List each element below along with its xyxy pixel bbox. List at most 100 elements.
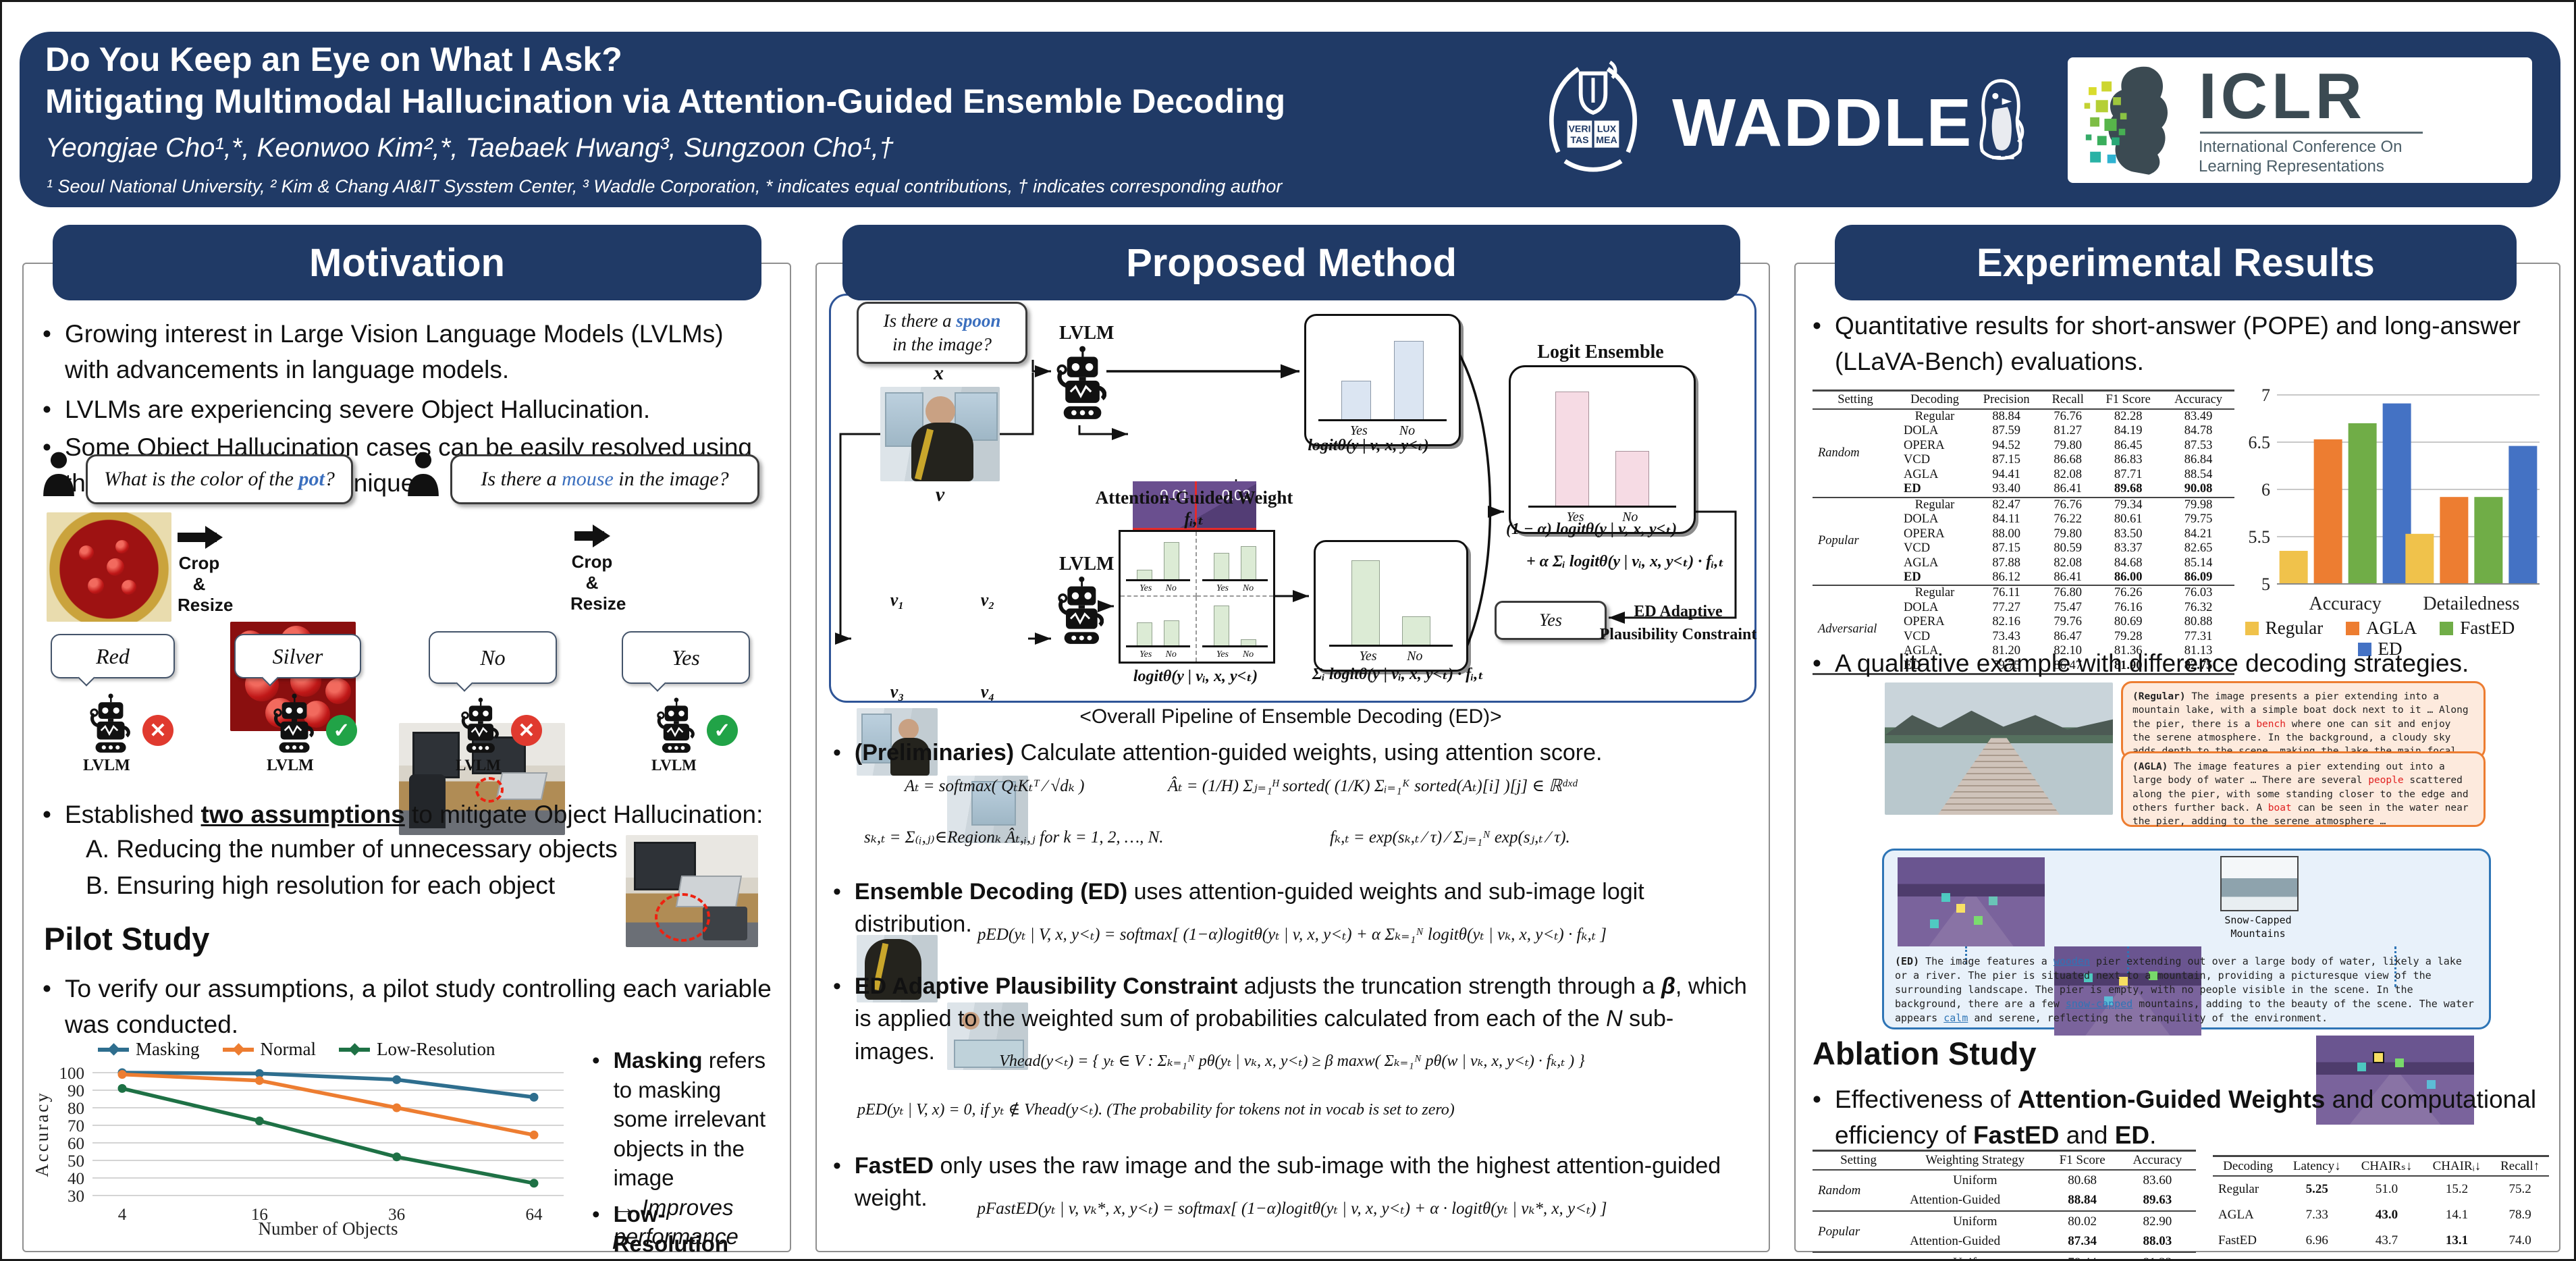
svg-text:64: 64 xyxy=(526,1206,543,1224)
assumption-b: B. Ensuring high resolution for each obj… xyxy=(86,871,556,899)
penguin-icon xyxy=(1964,76,2038,164)
sub-image-v2 xyxy=(947,776,1028,843)
pier-image xyxy=(1885,682,2113,815)
authors: Yeongjae Cho¹,*, Keonwoo Kim²,*, Taebaek… xyxy=(45,133,894,163)
section-header-results: Experimental Results xyxy=(1835,225,2517,300)
svg-text:80: 80 xyxy=(68,1100,84,1118)
lvlm-label: LVLM xyxy=(651,757,697,774)
person-icon xyxy=(408,452,439,496)
cranberry-pot-image xyxy=(47,512,171,622)
svg-text:Accuracy: Accuracy xyxy=(2309,593,2382,614)
svg-text:30: 30 xyxy=(68,1187,84,1206)
robot-icon xyxy=(1055,343,1106,425)
ed-attention-image-1 xyxy=(1898,857,2045,946)
robot-icon xyxy=(1056,574,1104,649)
figure-caption: <Overall Pipeline of Ensemble Decoding (… xyxy=(1079,705,1502,728)
attn-weight-tl: 0.01 xyxy=(1160,487,1189,504)
robot-icon xyxy=(272,693,314,755)
low-resolution-note: •Low-Resolution involves reducing the re… xyxy=(592,1202,729,1256)
robot-icon xyxy=(655,697,695,755)
iclr-subtitle-2: Learning Representations xyxy=(2199,157,2384,176)
method-bullet-preliminaries: •(Preliminaries) Calculate attention-gui… xyxy=(833,740,1603,766)
poster-title-line1: Do You Keep an Eye on What I Ask? xyxy=(45,41,622,78)
motivation-column: •Growing interest in Large Vision Langua… xyxy=(22,263,791,1256)
svg-text:16: 16 xyxy=(251,1206,268,1224)
svg-text:40: 40 xyxy=(68,1170,84,1188)
check-icon: ✓ xyxy=(326,715,357,746)
svg-text:Detailedness: Detailedness xyxy=(2423,593,2519,614)
v1-label: v₁ xyxy=(890,590,905,610)
svg-text:6: 6 xyxy=(2261,480,2270,500)
answer-bubble-no: No xyxy=(429,631,557,692)
desk-image xyxy=(399,723,565,835)
ed-pointer-line-1 xyxy=(1965,946,1967,964)
snow-capped-label: Snow-Capped Mountains xyxy=(2224,914,2292,940)
svg-text:5.5: 5.5 xyxy=(2249,527,2271,547)
formula-pzero: pED(yₜ | V, x) = 0, if yₜ ∉ Vhead(y<ₜ). … xyxy=(857,1101,1455,1119)
iclr-rule xyxy=(2200,131,2423,134)
method-column: Is there a spoon in the image? x LVLM v … xyxy=(815,263,1770,1252)
ed-decoding-box: Snow-Capped Mountains (ED) The image fea… xyxy=(1882,849,2491,1125)
cross-icon: ✕ xyxy=(511,715,542,746)
header-banner: Do You Keep an Eye on What I Ask? Mitiga… xyxy=(20,32,2560,207)
attn-weight-tr: 0.03 xyxy=(1221,487,1251,504)
iclr-subtitle-1: International Conference On xyxy=(2199,137,2403,156)
snu-seal-icon xyxy=(1542,41,1644,198)
crop-resize-label-pot: Crop & Resize xyxy=(178,553,234,615)
motivation-bullet-2: •LVLMs are experiencing severe Object Ha… xyxy=(43,396,651,423)
masking-note: •Masking refers to masking some irreleva… xyxy=(592,1048,766,1250)
svg-text:5: 5 xyxy=(2261,574,2270,594)
svg-text:60: 60 xyxy=(68,1135,84,1153)
raw-image-v xyxy=(880,387,1000,481)
formula-vhead: Vhead(y<ₜ) = { yₜ ∈ V : Σₖ₌₁ᴺ pθ(yₜ | vₖ… xyxy=(999,1052,1585,1070)
waddle-logo: WADDLE xyxy=(1672,85,1973,161)
lvlm-label: LVLM xyxy=(1059,554,1115,574)
v2-label: v₂ xyxy=(980,590,995,610)
formula-f: fₖ,ₜ = exp(sₖ,ₜ ⁄ τ) ⁄ Σⱼ₌₁ᴺ exp(sⱼ,ₜ ⁄ … xyxy=(1330,828,1570,847)
attention-weight-symbol: fᵢ,ₜ xyxy=(1184,509,1204,529)
lvlm-label: LVLM xyxy=(83,757,130,774)
svg-text:90: 90 xyxy=(68,1082,84,1100)
method-bullet-plausibility: •ED Adaptive Plausibility Constraint adj… xyxy=(833,973,1747,1065)
iclr-acronym: ICLR xyxy=(2199,59,2366,132)
agla-decoding-box: (AGLA) The image features a pier extendi… xyxy=(2121,751,2486,827)
question-bubble-spoon: Is there a spoon in the image? xyxy=(857,302,1027,364)
question-bubble-pot: What is the color of the pot? xyxy=(86,454,353,504)
results-column: •Quantitative results for short-answer (… xyxy=(1794,263,2560,1259)
sub-logit-label: logitθ(y | vᵢ, x, y<ₜ) xyxy=(1133,668,1258,685)
x-label: x xyxy=(934,362,944,384)
section-header-method: Proposed Method xyxy=(842,225,1740,300)
robot-icon xyxy=(88,693,130,755)
question-bubble-mouse: Is there a mouse in the image? xyxy=(450,454,759,504)
snow-capped-inset-image xyxy=(2220,856,2299,911)
method-bullet-ed: •Ensemble Decoding (ED) uses attention-g… xyxy=(833,879,1644,938)
yes-output-box: Yes xyxy=(1495,601,1607,640)
pipeline-figure: Is there a spoon in the image? x LVLM v … xyxy=(829,294,1756,1070)
robot-icon xyxy=(460,697,499,755)
ablation-study-heading: Ablation Study xyxy=(1813,1036,2037,1071)
figure-connectors xyxy=(835,352,1737,664)
method-bullet-fasted: •FastED only uses the raw image and the … xyxy=(833,1153,1721,1212)
affiliations: ¹ Seoul National University, ² Kim & Cha… xyxy=(47,176,1283,196)
svg-text:50: 50 xyxy=(68,1152,84,1171)
results-bullet-2: •A qualitative example with difference d… xyxy=(1813,649,2469,677)
svg-text:7: 7 xyxy=(2261,385,2270,405)
answer-bubble-yes: Yes xyxy=(622,631,750,692)
assumption-a: A. Reducing the number of unnecessary ob… xyxy=(86,835,618,863)
formula-ped: pED(yₜ | V, x, y<ₜ) = softmax[ (1−α)logi… xyxy=(977,925,1607,944)
sub-image-v3 xyxy=(857,935,938,1002)
attention-weight-label: Attention-Guided Weight xyxy=(1095,487,1293,508)
lvlm-label: LVLM xyxy=(267,757,314,774)
check-icon: ✓ xyxy=(707,715,738,746)
svg-text:70: 70 xyxy=(68,1117,84,1135)
lvlm-label: LVLM xyxy=(1059,323,1115,344)
